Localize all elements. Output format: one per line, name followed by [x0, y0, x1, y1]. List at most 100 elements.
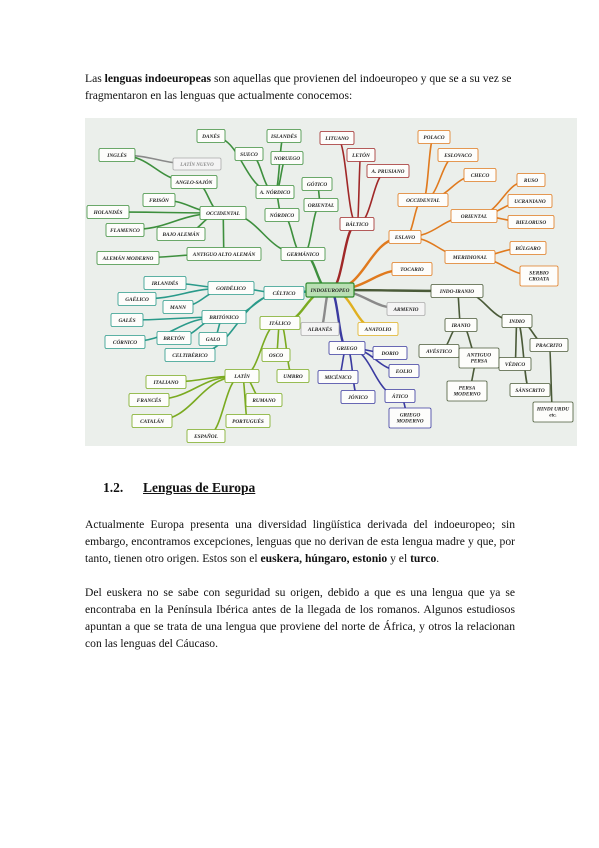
node-box [201, 310, 247, 324]
node-label: INDO-IRANIO [439, 289, 474, 295]
node-label: A. NÓRDICO [259, 188, 291, 196]
node-label: DANÉS [201, 132, 220, 140]
node-label: ITÁLICO [268, 319, 291, 327]
node-label: A. PRUSIANO [371, 169, 405, 175]
node-box [255, 185, 295, 199]
node-box [164, 348, 216, 362]
node-label: GAÉLICO [125, 295, 149, 303]
node-eslavo: ESLAVO [388, 230, 422, 244]
node-label: GALÉS [118, 316, 135, 324]
node-label: ESPAÑOL [193, 432, 218, 440]
intro-text-1: Las [85, 72, 105, 85]
node-box [384, 389, 416, 403]
node-box [156, 331, 192, 345]
node-box [98, 148, 136, 162]
node-italico: ITÁLICO [259, 316, 301, 330]
node-pracrito: PRACRITO [529, 338, 569, 352]
node-label: PORTUGUÉS [232, 417, 264, 425]
node-box [305, 282, 355, 298]
euskera-paragraph: Del euskera no se sabe con seguridad su … [85, 586, 515, 650]
node-box [417, 130, 451, 144]
node-box [388, 230, 422, 244]
node-box [388, 407, 432, 429]
node-label: GERMÁNICO [287, 250, 320, 258]
node-indo-iranio: INDO-IRANIO [430, 284, 484, 298]
node-celtico: CÉLTICO [263, 286, 305, 300]
node-box [507, 194, 553, 208]
node-box [245, 393, 283, 407]
node-box [143, 276, 187, 290]
node-friso: FRISÓN [142, 193, 176, 207]
node-italiano: ITALIANO [145, 375, 187, 389]
node-checo: CHECO [463, 168, 497, 182]
node-micenico: MICÉNICO [317, 370, 359, 384]
node-lituano: LITUANO [319, 131, 355, 145]
intro-paragraph: Las lenguas indoeuropeas son aquellas qu… [85, 70, 515, 104]
node-label: OSCO [269, 353, 283, 359]
node-box [128, 393, 170, 407]
node-box [96, 251, 160, 265]
node-avestico: AVÉSTICO [418, 344, 460, 358]
node-bulgaro: BÚLGARO [509, 241, 547, 255]
node-baltico: BÁLTICO [339, 217, 375, 231]
node-label: ALEMÁN MODERNO [102, 254, 154, 262]
node-eolio: EOLIO [388, 364, 420, 378]
node-label: UMBRO [283, 374, 303, 380]
node-label: ANGLO-SAJÓN [175, 178, 213, 186]
node-box [301, 177, 333, 191]
node-box [386, 302, 426, 316]
node-label: AVÉSTICO [425, 347, 452, 355]
node-box [397, 193, 449, 207]
node-iranio: IRANIO [444, 318, 478, 332]
node-label: ALBANÉS [307, 325, 332, 333]
node-label: TOCARIO [400, 267, 424, 273]
node-label: MICÉNICO [323, 373, 351, 381]
node-label: PRACRITO [536, 343, 563, 349]
node-box [319, 131, 355, 145]
node-polaco: POLACO [417, 130, 451, 144]
node-box [198, 332, 228, 346]
node-box [276, 369, 310, 383]
node-label: GOIDÉLICO [216, 284, 246, 292]
node-label: ANTIGUO ALTO ALEMÁN [192, 250, 256, 258]
node-antiguo-alto-aleman: ANTIGUO ALTO ALEMÁN [186, 247, 262, 261]
node-galo: GALO [198, 332, 228, 346]
node-label: ORIENTAL [308, 203, 335, 209]
node-sanscrito: SÁNSCRITO [509, 383, 551, 397]
node-label: RUSO [524, 178, 538, 184]
node-label: LETÓN [351, 151, 370, 159]
node-box [280, 247, 326, 261]
intro-text-2: son aquellas que provienen del indoeurop… [85, 72, 512, 102]
node-label: IRLANDÉS [151, 279, 179, 287]
node-umbro: UMBRO [276, 369, 310, 383]
node-mann: MANN [162, 300, 194, 314]
connector-baltico-aprusiano [356, 170, 389, 225]
node-box [357, 322, 399, 336]
node-label: NORUEGO [273, 156, 300, 162]
node-flamenco: FLAMENCO [105, 223, 145, 237]
node-indio: INDIO [501, 314, 533, 328]
node-label: UCRANIANO [514, 199, 546, 205]
node-label: BIELORUSO [515, 220, 546, 226]
node-label: SUECO [240, 152, 258, 158]
node-ingles: INGLÉS [98, 148, 136, 162]
node-label: GÓTICO [307, 180, 327, 188]
node-box [104, 335, 146, 349]
node-portugues: PORTUGUÉS [225, 414, 271, 428]
node-box [437, 148, 479, 162]
p1-bold-languages: euskera, húngaro, estonio [260, 552, 388, 565]
node-label: LITUANO [324, 136, 349, 142]
node-box [444, 318, 478, 332]
connector-germanico-oriental_germ [302, 204, 322, 255]
node-box [519, 265, 559, 287]
node-label: MANN [169, 305, 186, 311]
